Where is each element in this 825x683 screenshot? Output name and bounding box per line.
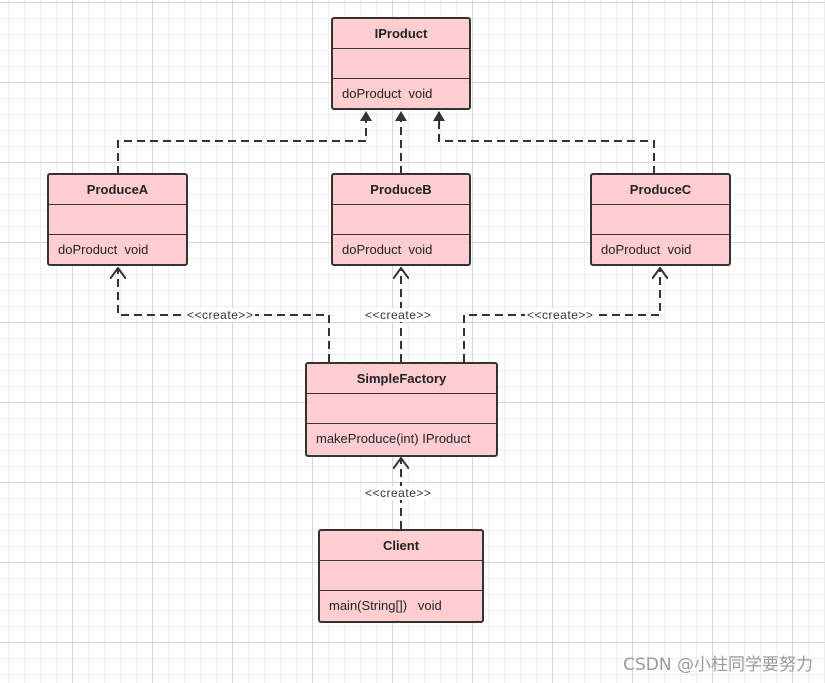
class-client[interactable]: Client main(String[]) void — [318, 529, 484, 623]
watermark: CSDN @小柱同学要努力 — [623, 655, 813, 675]
stereotype-label-factory-to-c: <<create>> — [525, 308, 596, 322]
class-simplefactory[interactable]: SimpleFactory makeProduce(int) IProduct — [305, 362, 498, 457]
class-name: ProduceB — [333, 175, 469, 205]
stereotype-label-client-to-factory: <<create>> — [363, 486, 434, 500]
class-attributes — [320, 561, 482, 591]
class-operation: doProduct void — [342, 86, 433, 101]
class-name: ProduceA — [49, 175, 186, 205]
class-operation: main(String[]) void — [329, 598, 442, 613]
realization-producea-to-iproduct — [117, 111, 372, 174]
stereotype-label-factory-to-a: <<create>> — [185, 308, 256, 322]
class-attributes — [592, 205, 729, 235]
class-name: IProduct — [333, 19, 469, 49]
class-produceb[interactable]: ProduceB doProduct void — [331, 173, 471, 266]
realization-producec-to-iproduct — [433, 111, 655, 174]
class-attributes — [333, 49, 469, 79]
class-name: ProduceC — [592, 175, 729, 205]
class-attributes — [333, 205, 469, 235]
class-name: Client — [320, 531, 482, 561]
class-operation: doProduct void — [601, 242, 692, 257]
class-operation: doProduct void — [58, 242, 149, 257]
class-producea[interactable]: ProduceA doProduct void — [47, 173, 188, 266]
class-name: SimpleFactory — [307, 364, 496, 394]
class-operation: doProduct void — [342, 242, 433, 257]
class-attributes — [307, 394, 496, 424]
class-operation: makeProduce(int) IProduct — [316, 431, 471, 446]
class-attributes — [49, 205, 186, 235]
class-iproduct[interactable]: IProduct doProduct void — [331, 17, 471, 110]
stereotype-label-factory-to-b: <<create>> — [363, 308, 434, 322]
class-producec[interactable]: ProduceC doProduct void — [590, 173, 731, 266]
